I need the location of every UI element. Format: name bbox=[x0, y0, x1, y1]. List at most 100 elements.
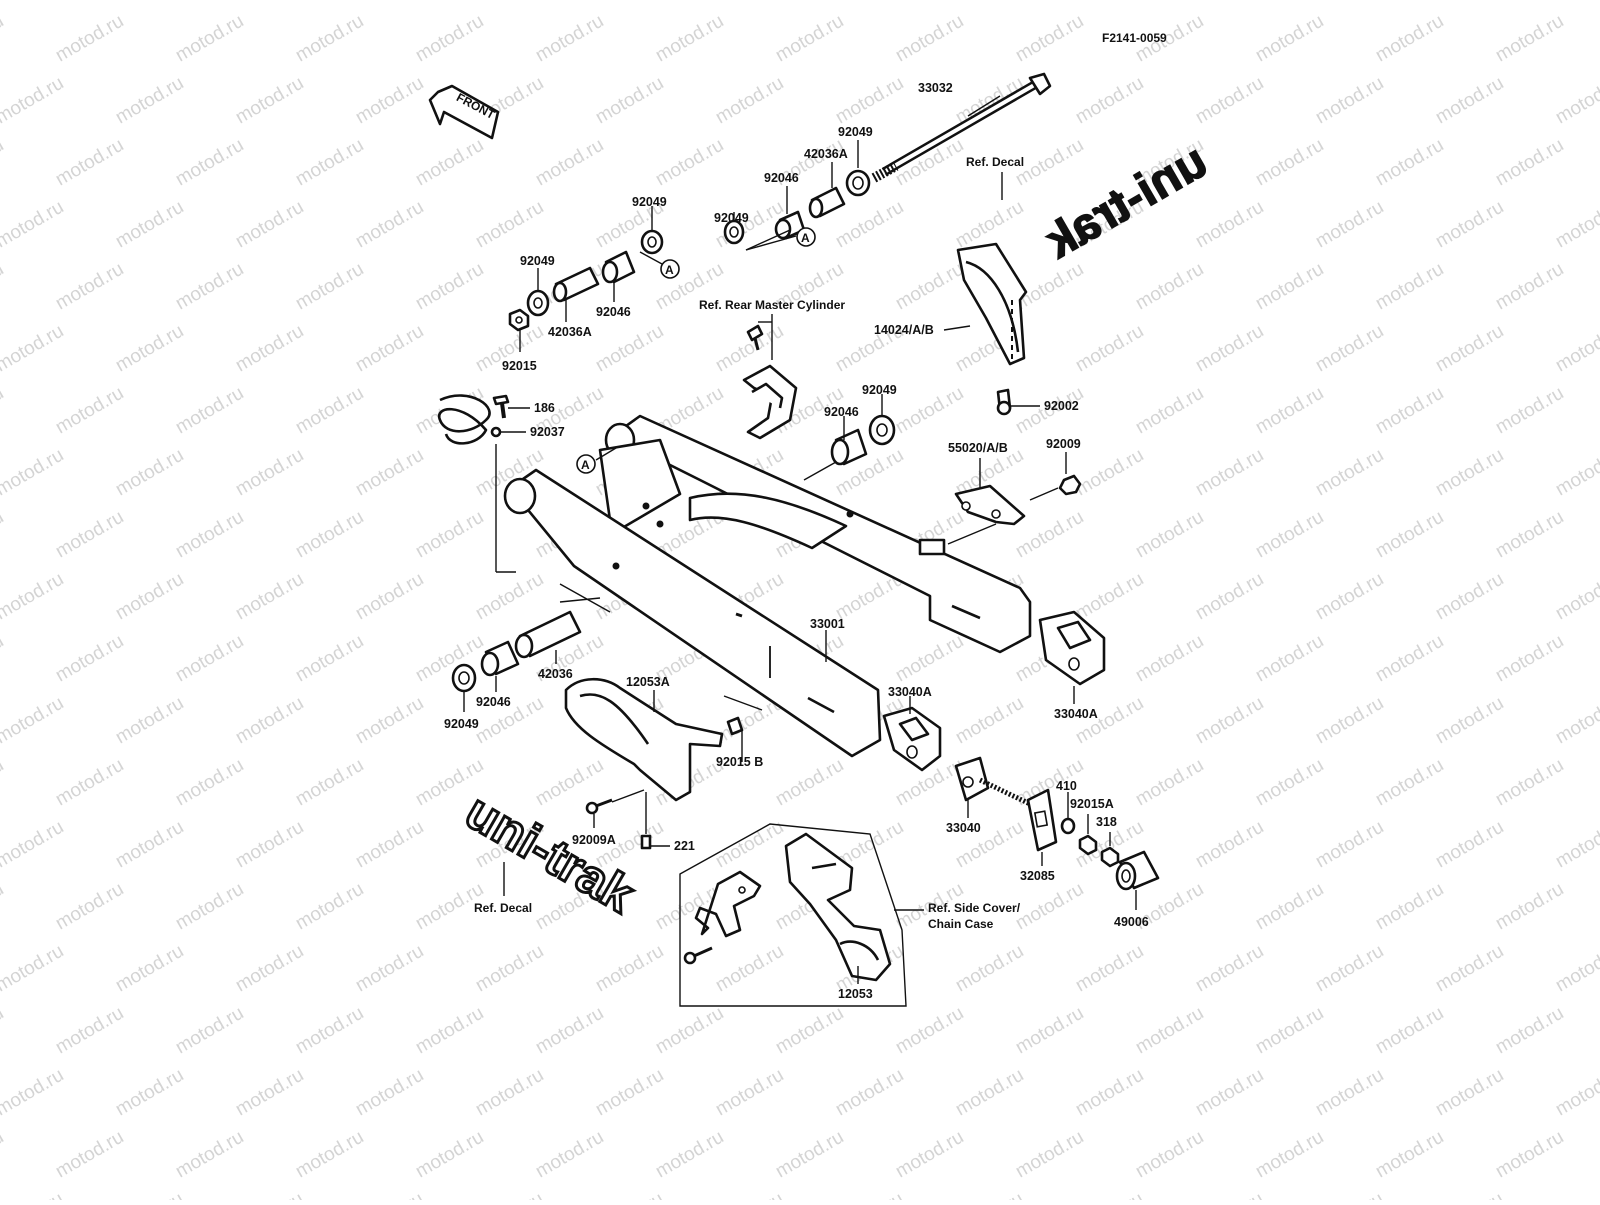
watermark-text: motod.ru bbox=[832, 73, 907, 129]
watermark-text: motod.ru bbox=[892, 259, 967, 315]
watermark-text: motod.ru bbox=[1372, 383, 1447, 439]
watermark-text: motod.ru bbox=[1192, 445, 1267, 501]
label-33032: 33032 bbox=[918, 81, 953, 95]
label-42036: 42036 bbox=[538, 667, 573, 681]
watermark-text: motod.ru bbox=[952, 941, 1027, 997]
chain-case-bracket-icon bbox=[694, 870, 762, 938]
chain-guard-lower-icon bbox=[564, 677, 724, 802]
watermark-text: motod.ru bbox=[1132, 1127, 1207, 1183]
swingarm-icon bbox=[503, 414, 1032, 758]
watermark-text: motod.ru bbox=[292, 135, 367, 191]
watermark-text: motod.ru bbox=[952, 1189, 1027, 1200]
watermark-text: motod.ru bbox=[1432, 1065, 1507, 1121]
watermark-text: motod.ru bbox=[832, 0, 907, 4]
watermark-text: motod.ru bbox=[412, 135, 487, 191]
watermark-text: motod.ru bbox=[0, 755, 7, 811]
seal-icon bbox=[845, 169, 871, 197]
watermark-text: motod.ru bbox=[292, 383, 367, 439]
watermark-text: motod.ru bbox=[952, 693, 1027, 749]
seal-icon bbox=[868, 414, 896, 446]
watermark-text: motod.ru bbox=[1372, 755, 1447, 811]
chain-guard-icon bbox=[956, 242, 1028, 366]
svg-text:A: A bbox=[665, 263, 674, 277]
note-side-cover-1: Ref. Side Cover/ bbox=[928, 901, 1021, 915]
label-92049-upleft: 92049 bbox=[632, 195, 667, 209]
label-92049-top: 92049 bbox=[838, 125, 873, 139]
watermark-text: motod.ru bbox=[1252, 755, 1327, 811]
watermark-text: motod.ru bbox=[52, 1127, 127, 1183]
nut-icon bbox=[1100, 846, 1120, 868]
leader-a-top bbox=[745, 229, 791, 251]
watermark-text: motod.ru bbox=[412, 507, 487, 563]
watermark-text: motod.ru bbox=[352, 1065, 427, 1121]
leader-92015b-axis bbox=[723, 695, 763, 711]
watermark-text: motod.ru bbox=[172, 135, 247, 191]
chain-case-icon bbox=[784, 832, 892, 982]
watermark-text: motod.ru bbox=[292, 507, 367, 563]
watermark-text: motod.ru bbox=[52, 631, 127, 687]
watermark-text: motod.ru bbox=[52, 259, 127, 315]
nut-icon bbox=[726, 716, 744, 736]
callout-a-pivot: A bbox=[576, 454, 596, 474]
svg-text:A: A bbox=[801, 231, 810, 245]
watermark-text: motod.ru bbox=[1372, 507, 1447, 563]
watermark-text: motod.ru bbox=[0, 507, 7, 563]
watermark-text: motod.ru bbox=[712, 1065, 787, 1121]
watermark-text: motod.ru bbox=[1312, 1065, 1387, 1121]
watermark-text: motod.ru bbox=[1492, 1003, 1567, 1059]
watermark-text: motod.ru bbox=[1552, 1065, 1600, 1121]
watermark-text: motod.ru bbox=[1252, 259, 1327, 315]
watermark-text: motod.ru bbox=[592, 0, 667, 4]
watermark-text: motod.ru bbox=[232, 321, 307, 377]
watermark-text: motod.ru bbox=[1072, 445, 1147, 501]
watermark-text: motod.ru bbox=[292, 755, 367, 811]
watermark-text: motod.ru bbox=[112, 817, 187, 873]
watermark-text: motod.ru bbox=[1432, 817, 1507, 873]
watermark-text: motod.ru bbox=[892, 11, 967, 67]
callout-a-left: A bbox=[660, 259, 680, 279]
watermark-text: motod.ru bbox=[172, 1003, 247, 1059]
label-42036a-top: 42036A bbox=[804, 147, 848, 161]
watermark-text: motod.ru bbox=[652, 11, 727, 67]
adjuster-block-icon bbox=[1038, 610, 1106, 686]
watermark-text: motod.ru bbox=[1372, 879, 1447, 935]
label-318: 318 bbox=[1096, 815, 1117, 829]
label-92046-top: 92046 bbox=[764, 171, 799, 185]
watermark-text: motod.ru bbox=[112, 445, 187, 501]
label-92015b: 92015 B bbox=[716, 755, 763, 769]
watermark-text: motod.ru bbox=[1252, 1003, 1327, 1059]
watermark-text: motod.ru bbox=[232, 0, 307, 4]
watermark-text: motod.ru bbox=[472, 1189, 547, 1200]
watermark-text: motod.ru bbox=[112, 569, 187, 625]
watermark-text: motod.ru bbox=[52, 879, 127, 935]
watermark-text: motod.ru bbox=[352, 1189, 427, 1200]
watermark-text: motod.ru bbox=[352, 0, 427, 4]
watermark-text: motod.ru bbox=[352, 445, 427, 501]
watermark-text: motod.ru bbox=[172, 1127, 247, 1183]
watermark-text: motod.ru bbox=[0, 941, 67, 997]
guide-lower-2 bbox=[559, 597, 601, 603]
watermark-text: motod.ru bbox=[1312, 1189, 1387, 1200]
watermark-text: motod.ru bbox=[0, 321, 67, 377]
bolt-icon bbox=[1058, 474, 1082, 496]
watermark-text: motod.ru bbox=[1072, 1189, 1147, 1200]
watermark-text: motod.ru bbox=[232, 941, 307, 997]
watermark-text: motod.ru bbox=[592, 941, 667, 997]
watermark-text: motod.ru bbox=[292, 1127, 367, 1183]
watermark-text: motod.ru bbox=[592, 73, 667, 129]
adjuster-block-icon bbox=[882, 706, 942, 772]
watermark-text: motod.ru bbox=[1372, 259, 1447, 315]
note-side-cover-2: Chain Case bbox=[928, 917, 994, 931]
watermark-text: motod.ru bbox=[1432, 197, 1507, 253]
watermark-text: motod.ru bbox=[232, 197, 307, 253]
watermark-text: motod.ru bbox=[1312, 693, 1387, 749]
watermark-text: motod.ru bbox=[1372, 1003, 1447, 1059]
watermark-text: motod.ru bbox=[172, 507, 247, 563]
watermark-text: motod.ru bbox=[712, 1189, 787, 1200]
guide-lower-1 bbox=[559, 583, 611, 613]
label-92015a: 92015A bbox=[1070, 797, 1114, 811]
label-186: 186 bbox=[534, 401, 555, 415]
watermark-text: motod.ru bbox=[412, 259, 487, 315]
watermark-text: motod.ru bbox=[1552, 0, 1600, 4]
watermark-text: motod.ru bbox=[1492, 879, 1567, 935]
